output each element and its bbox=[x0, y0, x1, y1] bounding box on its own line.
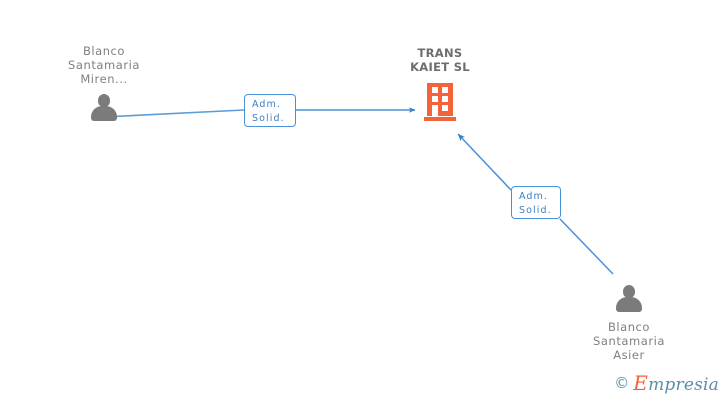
person-icon bbox=[614, 285, 644, 312]
building-icon-window bbox=[442, 96, 448, 103]
person-icon-body bbox=[91, 106, 117, 122]
edge-label-adm-solid-miren[interactable]: Adm. Solid. bbox=[244, 94, 296, 127]
edge-label-adm-solid-asier[interactable]: Adm. Solid. bbox=[511, 186, 561, 219]
building-icon bbox=[424, 83, 456, 122]
person-icon bbox=[89, 94, 119, 122]
person-icon-head bbox=[623, 285, 635, 298]
person-icon-head bbox=[98, 94, 110, 108]
copyright-icon: © bbox=[614, 374, 630, 392]
node-label-person-asier: Blanco Santamaria Asier bbox=[593, 320, 665, 363]
person-icon-body bbox=[616, 297, 642, 312]
building-icon-window bbox=[442, 105, 448, 112]
edge-line-miren-left bbox=[103, 109, 245, 118]
building-icon-window bbox=[432, 87, 438, 94]
brand-initial: E bbox=[633, 371, 649, 395]
node-company-trans-kaiet[interactable]: TRANS KAIET SL bbox=[382, 46, 498, 122]
edge-line-asier-upper bbox=[457, 133, 512, 191]
node-person-miren[interactable]: Blanco Santamaria Miren... bbox=[50, 44, 158, 122]
building-icon-base bbox=[424, 117, 456, 122]
building-icon-tower bbox=[427, 83, 453, 117]
edge-line-asier-lower bbox=[559, 218, 614, 275]
watermark: © Empresia bbox=[614, 373, 719, 394]
building-icon-window bbox=[442, 87, 448, 94]
brand-wordmark: Empresia bbox=[633, 373, 719, 394]
node-label-company: TRANS KAIET SL bbox=[410, 46, 470, 75]
node-person-asier[interactable]: Blanco Santamaria Asier bbox=[575, 285, 683, 362]
node-label-person-miren: Blanco Santamaria Miren... bbox=[68, 44, 140, 87]
brand-rest: mpresia bbox=[648, 375, 719, 395]
building-icon-door bbox=[432, 105, 438, 117]
building-icon-window bbox=[432, 96, 438, 103]
